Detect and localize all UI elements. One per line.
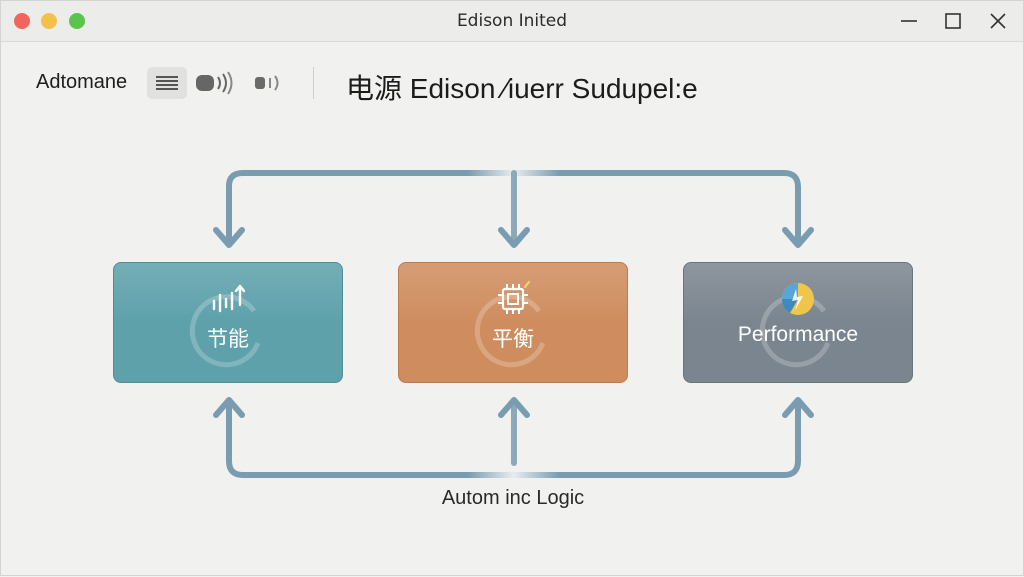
speaker-icon (255, 75, 279, 91)
arrowhead-eco-top (213, 227, 245, 248)
signal-bars-icon (212, 284, 246, 313)
window-title: Edison Inited (456, 11, 568, 31)
maximize-window-button[interactable] (939, 9, 967, 33)
arrowhead-balance-top (498, 227, 530, 248)
mode-label-performance: Performance (737, 323, 859, 346)
list-view-button[interactable] (147, 67, 187, 99)
bottom-loop-arrow (226, 400, 801, 478)
zoom-dot-button[interactable] (69, 13, 85, 29)
minimize-dot-button[interactable] (41, 13, 57, 29)
automatic-logic-label: Autom inc Logic (441, 487, 585, 509)
arrowhead-eco-bottom (213, 397, 245, 418)
arrowhead-performance-bottom (782, 397, 814, 418)
sound-wave-icon (196, 71, 233, 95)
mode-card-eco[interactable]: 节能 (113, 262, 343, 383)
sound-wave-button[interactable] (193, 67, 239, 99)
title-bar: Edison Inited (1, 1, 1023, 42)
chip-icon (498, 280, 531, 314)
toolbar-divider (313, 67, 314, 99)
speaker-button[interactable] (249, 67, 289, 99)
mode-label-eco: 节能 (207, 328, 249, 351)
mode-label-balanced: 平衡 (492, 328, 534, 351)
pie-chart-icon (781, 283, 814, 315)
arrowhead-balance-bottom (498, 397, 530, 418)
list-icon (156, 76, 178, 90)
card-shine (114, 263, 342, 323)
refresh-ring-icon (474, 293, 546, 367)
minimize-window-button[interactable] (895, 9, 923, 33)
arrowhead-performance-top (782, 227, 814, 248)
toolbar-label: Adtomane (36, 71, 128, 93)
page-title: 电源 Edison ⁄iuerr Sudupel:e (346, 73, 698, 104)
mode-card-balanced[interactable]: 平衡 (398, 262, 628, 383)
close-window-button[interactable] (984, 9, 1012, 33)
close-dot-button[interactable] (14, 13, 30, 29)
mode-card-performance[interactable]: Performance (683, 262, 913, 383)
